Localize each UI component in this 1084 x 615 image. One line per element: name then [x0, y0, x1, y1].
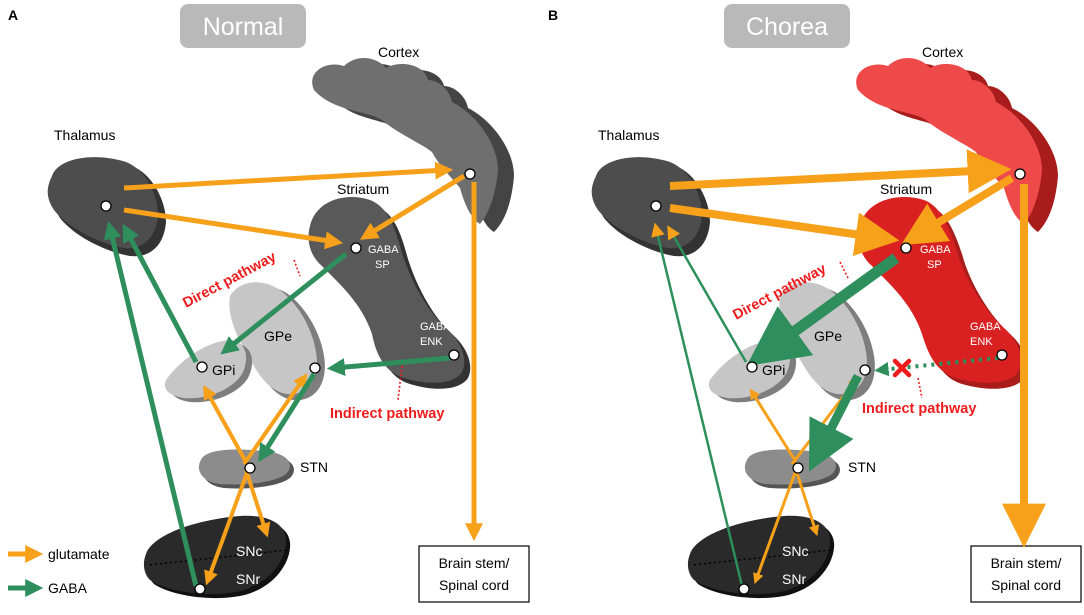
- neuron-dots: [650, 168, 1026, 595]
- gpe-label: GPe: [264, 328, 292, 344]
- indirect-pathway-label: Indirect pathway: [862, 401, 976, 417]
- striatum-label: Striatum: [337, 181, 389, 197]
- cortex: Cortex: [312, 44, 514, 232]
- panel-a: A Normal Cortex Thalamus Striatum GABA S…: [8, 4, 530, 603]
- gaba-sp-label-2: SP: [375, 259, 390, 271]
- thalamus: Thalamus: [47, 127, 166, 257]
- gaba-sp-label-1: GABA: [920, 244, 951, 256]
- legend-gaba-label: GABA: [48, 580, 88, 596]
- panel-title: Normal: [203, 13, 284, 41]
- glutamate-arrows: [123, 161, 483, 586]
- panel-letter: B: [548, 7, 558, 23]
- gaba-arrows: [103, 220, 451, 587]
- cortex-label: Cortex: [378, 44, 419, 60]
- gpe: GPe: [229, 282, 325, 401]
- panel-title: Chorea: [746, 13, 828, 41]
- blocked-x-icon: [892, 358, 912, 378]
- legend: glutamate GABA: [8, 545, 110, 597]
- cortex-label: Cortex: [922, 44, 963, 60]
- brainstem-label-2: Spinal cord: [439, 577, 509, 593]
- brainstem-box: Brain stem/ Spinal cord: [418, 545, 530, 603]
- snr-label: SNr: [782, 571, 806, 587]
- thalamus: Thalamus: [591, 127, 710, 257]
- panel-letter: A: [8, 7, 18, 23]
- neuron-dots: [100, 168, 476, 595]
- gpe: GPe: [779, 282, 875, 401]
- cortex: Cortex: [856, 44, 1058, 232]
- stn: STN: [744, 449, 876, 489]
- brainstem-box: Brain stem/ Spinal cord: [970, 545, 1082, 603]
- gaba-sp-label-1: GABA: [368, 244, 399, 256]
- gpi-label: GPi: [212, 362, 235, 378]
- panel-title-box: [180, 4, 306, 48]
- glutamate-arrows: [669, 149, 1046, 585]
- gpi-label: GPi: [762, 362, 785, 378]
- gaba-enk-label-2: ENK: [420, 336, 443, 348]
- stn-label: STN: [300, 459, 328, 475]
- brainstem-label-2: Spinal cord: [991, 577, 1061, 593]
- snc-label: SNc: [782, 543, 808, 559]
- thalamus-label: Thalamus: [598, 127, 659, 143]
- gaba-arrows: [651, 222, 999, 587]
- legend-glutamate-label: glutamate: [48, 546, 110, 562]
- gaba-enk-label-2: ENK: [970, 336, 993, 348]
- indirect-pathway-label: Indirect pathway: [330, 406, 444, 422]
- gaba-enk-label-1: GABA: [420, 321, 451, 333]
- gaba-sp-label-2: SP: [927, 259, 942, 271]
- snc-label: SNc: [236, 543, 262, 559]
- striatum-label: Striatum: [880, 181, 932, 197]
- thalamus-label: Thalamus: [54, 127, 115, 143]
- panel-b: B Chorea Cortex Thalamus Striatum GABA S…: [548, 4, 1082, 603]
- brainstem-label-1: Brain stem/: [439, 555, 510, 571]
- substantia-nigra: SNc SNr: [687, 515, 835, 599]
- gpe-label: GPe: [814, 328, 842, 344]
- stn-label: STN: [848, 459, 876, 475]
- panel-title-box: [724, 4, 850, 48]
- snr-label: SNr: [236, 571, 260, 587]
- brainstem-label-1: Brain stem/: [991, 555, 1062, 571]
- gaba-enk-label-1: GABA: [970, 321, 1001, 333]
